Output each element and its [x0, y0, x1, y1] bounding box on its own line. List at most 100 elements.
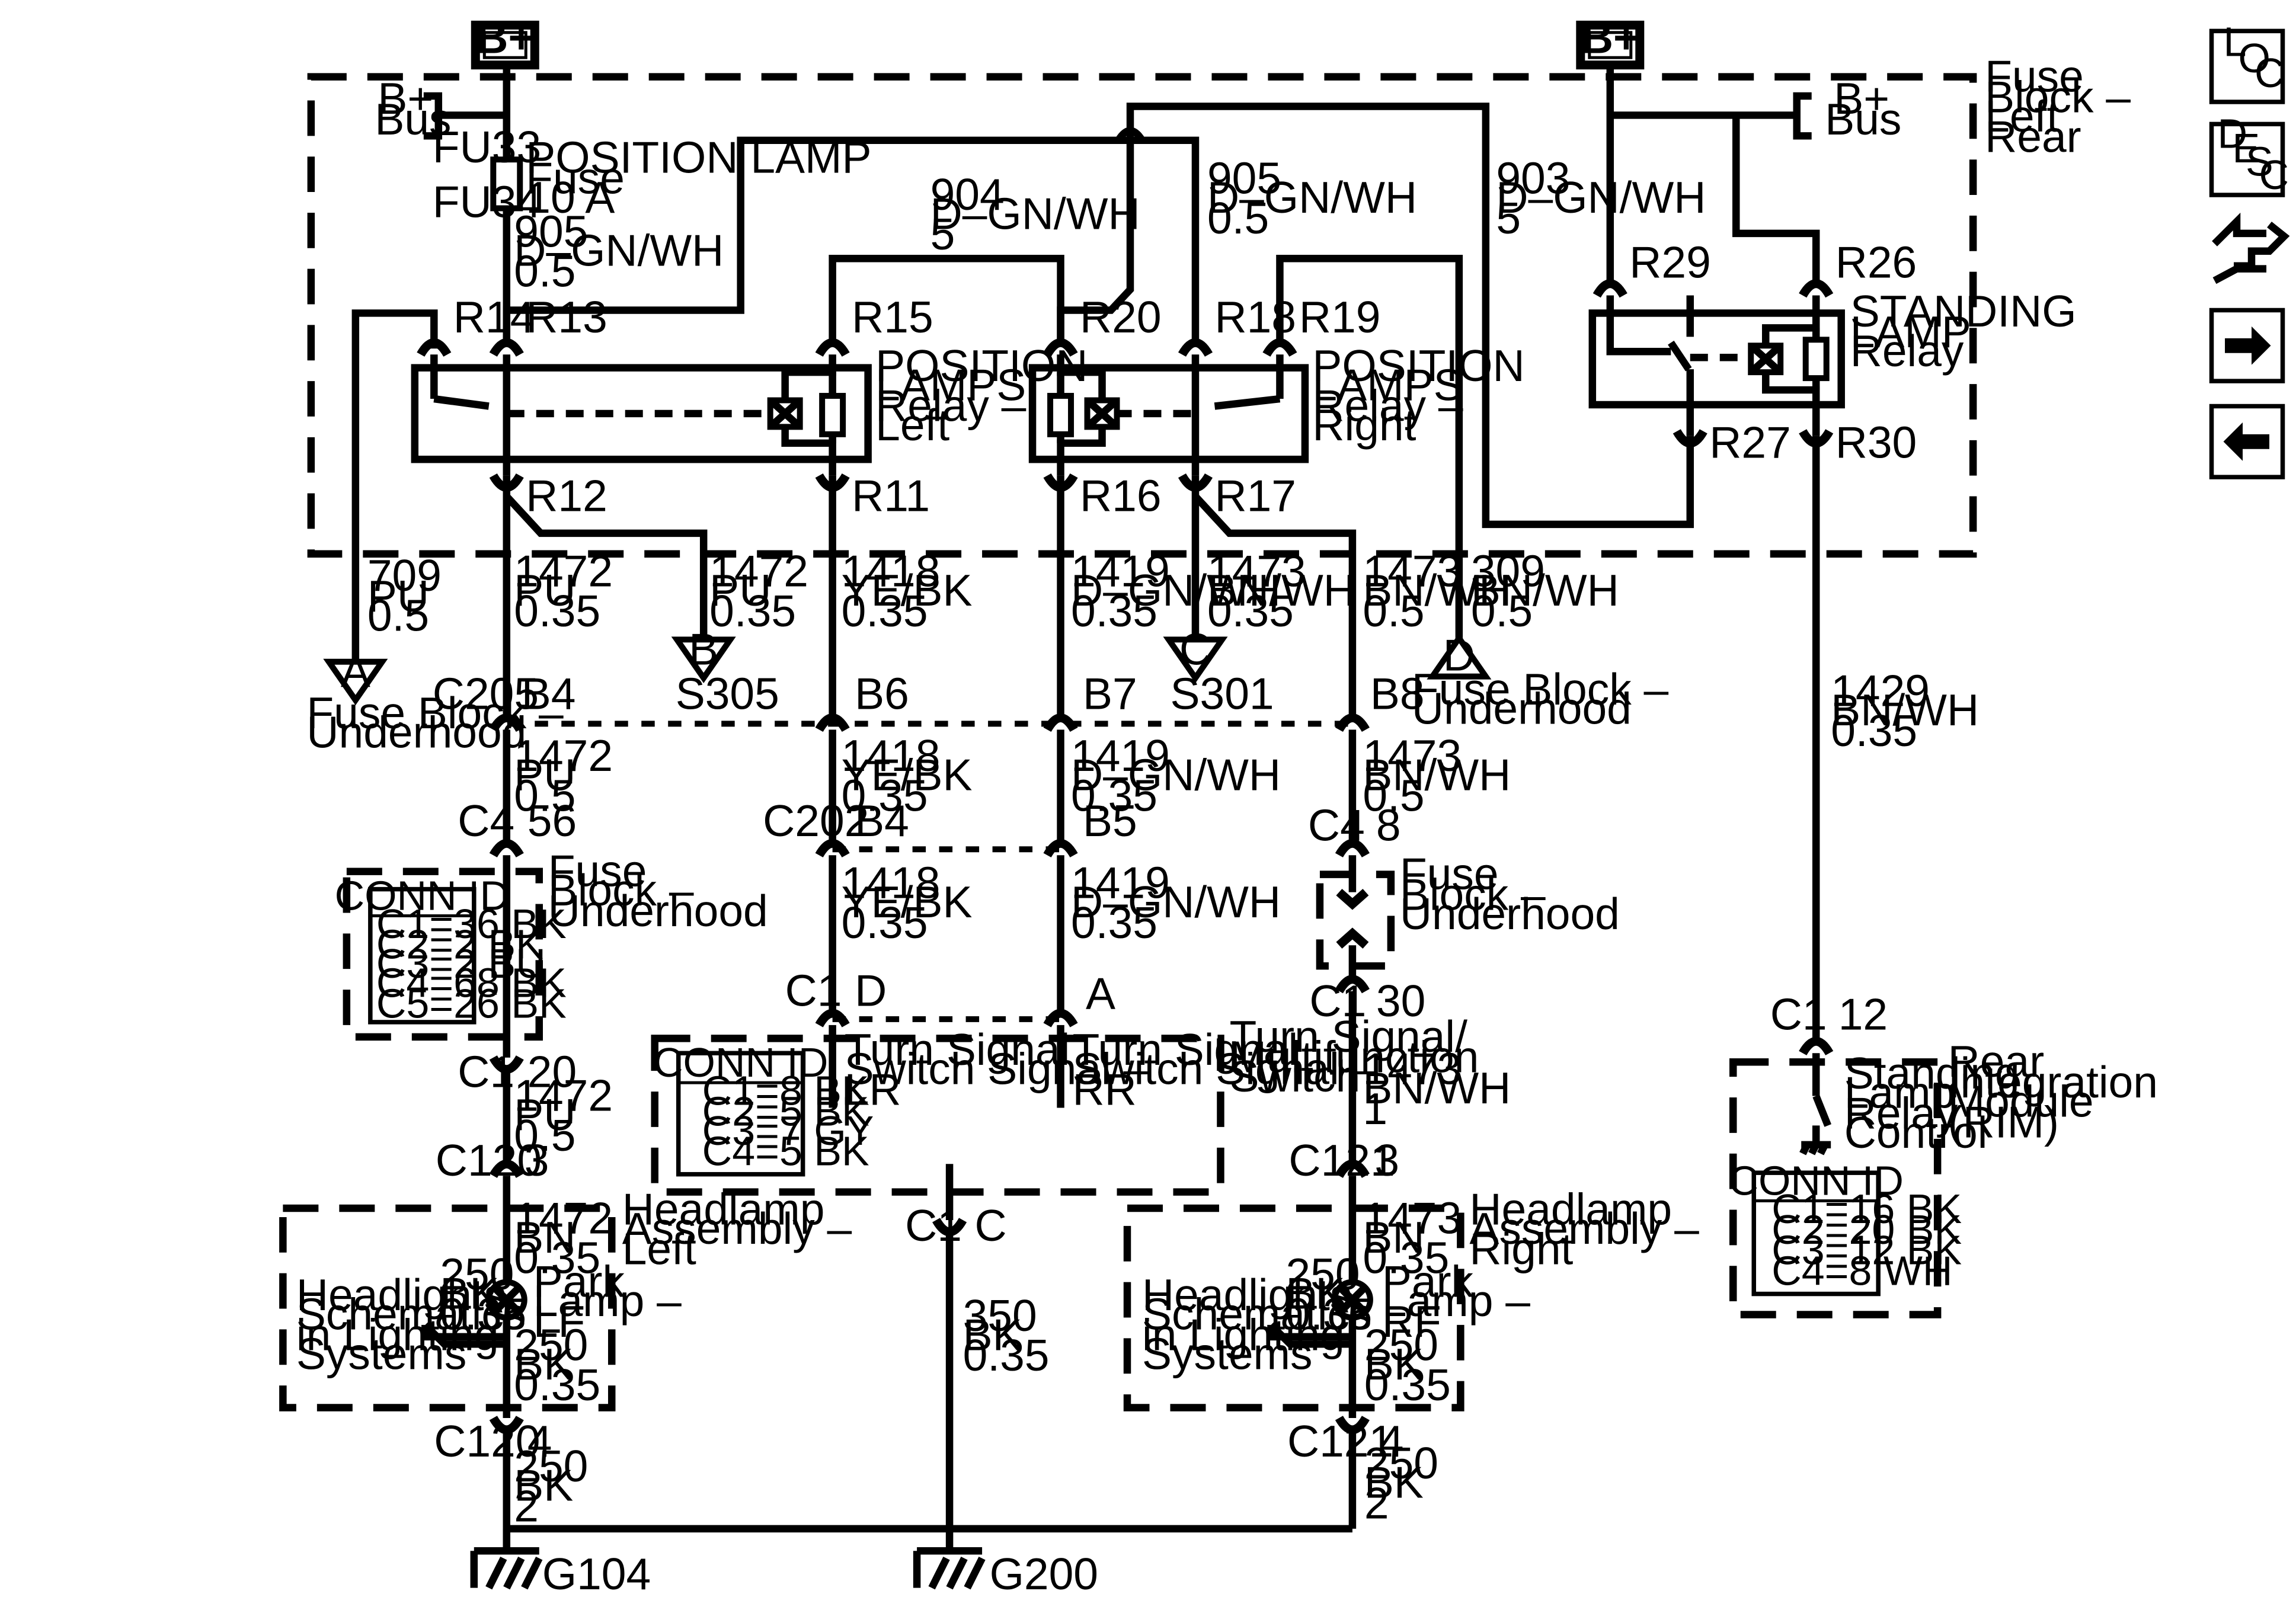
svg-text:0.5: 0.5	[514, 1110, 575, 1160]
svg-text:Lamp –: Lamp –	[533, 1276, 682, 1326]
svg-text:Relay –: Relay –	[1312, 380, 1463, 430]
svg-text:905: 905	[1207, 153, 1281, 203]
svg-text:C1=36 BK: C1=36 BK	[376, 901, 567, 947]
svg-text:B4: B4	[855, 796, 909, 846]
svg-text:C3=2 BU: C3=2 BU	[376, 940, 546, 987]
position-lamps-relay-left	[411, 354, 872, 476]
svg-text:B+: B+	[378, 73, 433, 123]
svg-text:250: 250	[440, 1249, 514, 1299]
connector-swap-icon[interactable]	[2212, 212, 2290, 284]
svg-text:C5=26 BK: C5=26 BK	[376, 981, 567, 1027]
svg-text:0.35: 0.35	[842, 586, 928, 636]
svg-text:Fuse: Fuse	[1985, 52, 2084, 101]
svg-text:C3=7 GY: C3=7 GY	[702, 1108, 874, 1154]
svg-text:BN/WH: BN/WH	[1831, 685, 1979, 735]
svg-text:CONN ID: CONN ID	[335, 873, 510, 919]
svg-text:R19: R19	[1299, 292, 1381, 342]
svg-text:8: 8	[1376, 800, 1401, 850]
svg-text:Standing: Standing	[1844, 1048, 2020, 1098]
svg-text:POSITION: POSITION	[1312, 341, 1524, 391]
position-lamps-relay-right	[1028, 354, 1309, 476]
svg-text:C121: C121	[1288, 1135, 1395, 1185]
location-button[interactable]: L O C	[2209, 19, 2285, 104]
svg-text:Headlights: Headlights	[296, 1270, 506, 1320]
svg-text:LAMP: LAMP	[1850, 307, 1971, 357]
svg-text:C1: C1	[1309, 976, 1366, 1026]
svg-text:1472: 1472	[709, 546, 808, 596]
svg-text:D–GN/WH: D–GN/WH	[1207, 172, 1417, 222]
svg-text:B7: B7	[1083, 669, 1137, 719]
svg-text:C1: C1	[1770, 989, 1827, 1039]
svg-text:4: 4	[1379, 1416, 1404, 1466]
svg-text:1473: 1473	[1363, 1193, 1462, 1243]
svg-text:C1=8 BK: C1=8 BK	[702, 1068, 869, 1114]
arrow-right-icon[interactable]	[2209, 308, 2285, 383]
svg-text:Multifunction: Multifunction	[1229, 1032, 1479, 1082]
svg-text:YE/BK: YE/BK	[842, 750, 973, 800]
svg-text:BK: BK	[963, 1310, 1022, 1359]
svg-text:PU: PU	[709, 565, 771, 615]
arrow-left-icon[interactable]	[2209, 404, 2285, 479]
svg-text:0.5: 0.5	[1363, 586, 1424, 636]
svg-text:250: 250	[1285, 1249, 1360, 1299]
offpage-connector-d: D	[1427, 630, 1492, 680]
wiring	[351, 65, 1832, 1551]
svg-text:0.5: 0.5	[1207, 193, 1269, 243]
svg-text:C: C	[2259, 152, 2289, 198]
rim-outline	[1729, 1058, 1942, 1318]
rim-ground-icon	[1799, 1125, 1831, 1156]
svg-text:Headlights: Headlights	[1142, 1270, 1352, 1320]
svg-text:Relay: Relay	[1850, 326, 1964, 376]
svg-text:B4: B4	[522, 669, 576, 719]
svg-text:Assembly –: Assembly –	[1469, 1204, 1699, 1253]
svg-text:C4=68 BK: C4=68 BK	[376, 960, 567, 1006]
svg-text:1472: 1472	[514, 1193, 613, 1243]
svg-text:2: 2	[514, 1481, 539, 1531]
svg-text:Rear: Rear	[1948, 1036, 2045, 1086]
svg-text:C4=5 BK: C4=5 BK	[702, 1128, 869, 1174]
svg-text:0.35: 0.35	[1071, 898, 1157, 948]
svg-text:Underhood: Underhood	[306, 707, 526, 757]
svg-text:Block –: Block –	[548, 865, 694, 915]
svg-text:B: B	[689, 625, 718, 674]
svg-text:L: L	[2224, 19, 2247, 65]
svg-text:BN/WH: BN/WH	[1471, 565, 1619, 615]
svg-text:BK: BK	[440, 1269, 499, 1318]
svg-text:Schematics: Schematics	[296, 1289, 526, 1339]
svg-text:(RIM): (RIM)	[1948, 1097, 2059, 1147]
svg-text:C1: C1	[905, 1201, 962, 1250]
svg-text:in Lighting: in Lighting	[1142, 1310, 1345, 1359]
svg-text:C1: C1	[458, 1047, 514, 1097]
svg-text:250: 250	[514, 1320, 588, 1370]
svg-text:LR: LR	[845, 1065, 901, 1115]
svg-text:BN/WH: BN/WH	[1363, 565, 1511, 615]
svg-text:30: 30	[1376, 976, 1425, 1026]
svg-text:Lamp: Lamp	[1844, 1068, 1956, 1118]
svg-text:Bus: Bus	[1825, 94, 1901, 144]
svg-text:LAMPS: LAMPS	[1312, 360, 1463, 410]
svg-text:YE/BK: YE/BK	[842, 565, 973, 615]
svg-text:1: 1	[1363, 1084, 1387, 1134]
svg-text:1472: 1472	[514, 546, 613, 596]
battery-positive-right: B+	[1576, 13, 1645, 70]
svg-text:3: 3	[1374, 1135, 1399, 1185]
fuse-block-underhood-left-outline	[343, 868, 543, 1041]
svg-text:0.35: 0.35	[1364, 1360, 1451, 1410]
svg-text:0.35: 0.35	[842, 898, 928, 948]
svg-text:C: C	[1179, 625, 1211, 674]
svg-text:Fuse: Fuse	[548, 846, 647, 896]
svg-text:1419: 1419	[1071, 731, 1170, 780]
svg-text:709: 709	[367, 550, 442, 600]
svg-text:56: 56	[527, 796, 577, 846]
svg-text:0.5: 0.5	[1363, 771, 1424, 821]
svg-text:RF: RF	[1382, 1297, 1441, 1346]
description-button[interactable]: D E S C	[2209, 110, 2289, 198]
svg-text:R13: R13	[526, 292, 607, 342]
offpage-connector-b: B	[671, 625, 736, 683]
svg-text:Turn Signal: Turn Signal	[845, 1025, 1070, 1074]
svg-text:12: 12	[1838, 989, 1888, 1039]
svg-text:Block –: Block –	[1400, 870, 1546, 920]
svg-text:BK: BK	[1364, 1458, 1424, 1507]
svg-text:D: D	[855, 966, 887, 1016]
